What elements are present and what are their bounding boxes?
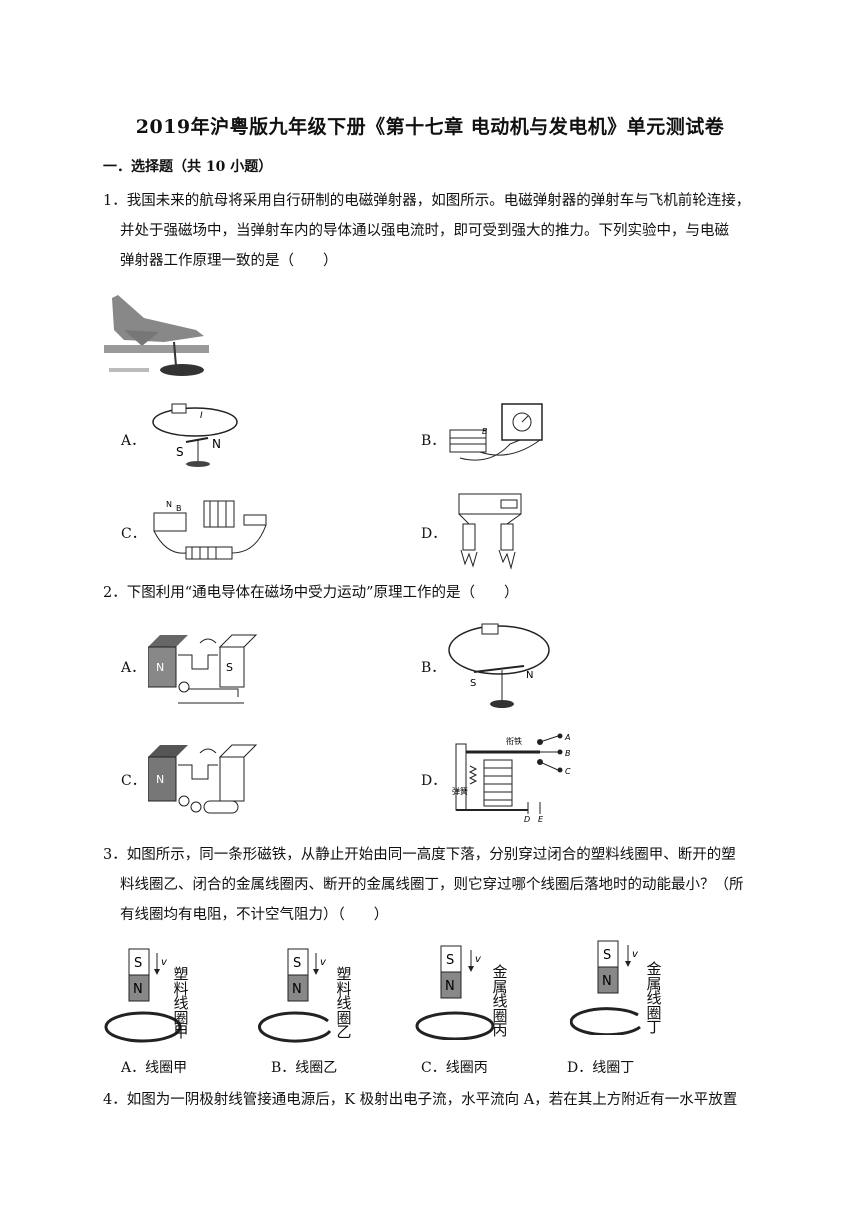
coil-figure-yi: S N v bbox=[258, 948, 332, 1043]
svg-text:N: N bbox=[156, 773, 164, 786]
terminal-d: D bbox=[524, 815, 530, 822]
q2-option-c-label: C． bbox=[121, 773, 146, 789]
svg-text:S: S bbox=[470, 678, 476, 689]
terminal-b: B bbox=[565, 749, 571, 758]
svg-text:N: N bbox=[166, 500, 172, 509]
q1-option-b-label: B． bbox=[421, 433, 446, 449]
coil-label-bing: 金属线圈丙 bbox=[492, 963, 508, 1039]
svg-text:v: v bbox=[320, 957, 327, 968]
q1-option-c-figure[interactable]: N B bbox=[146, 495, 276, 570]
q2-option-b-figure[interactable]: S N bbox=[444, 620, 554, 712]
svg-text:S: S bbox=[134, 956, 142, 971]
q1-option-d-label: D． bbox=[421, 526, 447, 542]
coil-figure-bing: S N v bbox=[415, 945, 495, 1040]
svg-text:B: B bbox=[482, 427, 488, 436]
coil-figure-ding: S N v bbox=[570, 940, 641, 1035]
svg-text:I: I bbox=[200, 411, 203, 421]
svg-text:N: N bbox=[526, 670, 533, 681]
section-heading: 一．选择题（共 10 小题） bbox=[103, 159, 273, 175]
q3-line1: 3．如图所示，同一条形磁铁，从静止开始由同一高度下落，分别穿过闭合的塑料线圈甲、… bbox=[103, 847, 736, 863]
q1-line3: 弹射器工作原理一致的是（ ） bbox=[120, 253, 338, 269]
svg-text:N: N bbox=[212, 437, 221, 451]
page-title: 2019年沪粤版九年级下册《第十七章 电动机与发电机》单元测试卷 bbox=[135, 116, 725, 138]
svg-text:S: S bbox=[293, 956, 301, 971]
coil-label-jia: 塑料线圈甲 bbox=[173, 965, 189, 1041]
terminal-c: C bbox=[565, 767, 571, 776]
svg-text:N: N bbox=[133, 982, 143, 997]
terminal-e: E bbox=[538, 815, 544, 822]
question-2-text: 2．下图利用“通电导体在磁场中受力运动”原理工作的是（ ） bbox=[103, 578, 763, 608]
svg-text:S: S bbox=[176, 445, 184, 459]
q2-option-a-figure[interactable]: N S bbox=[148, 625, 258, 710]
q3-option-a[interactable]: A．线圈甲 bbox=[121, 1060, 188, 1076]
svg-text:N: N bbox=[602, 974, 612, 989]
q1-option-d-figure[interactable] bbox=[445, 488, 535, 573]
svg-text:S: S bbox=[603, 948, 611, 963]
q1-jet-figure bbox=[104, 290, 209, 382]
q2-option-a-label: A． bbox=[121, 660, 146, 676]
q3-option-d[interactable]: D．线圈丁 bbox=[567, 1060, 635, 1076]
question-4-text: 4．如图为一阴极射线管接通电源后，K 极射出电子流，水平流向 A，若在其上方附近… bbox=[103, 1085, 763, 1115]
q2-option-b-label: B． bbox=[421, 660, 446, 676]
question-3-text: 3．如图所示，同一条形磁铁，从静止开始由同一高度下落，分别穿过闭合的塑料线圈甲、… bbox=[103, 840, 763, 930]
terminal-a: A bbox=[564, 733, 570, 742]
question-1-text: 1．我国未来的航母将采用自行研制的电磁弹射器，如图所示。电磁弹射器的弹射车与飞机… bbox=[103, 186, 763, 276]
q2-option-d-figure[interactable]: 衔铁 弹簧 A B C D E bbox=[448, 730, 574, 822]
q1-option-a-figure[interactable]: I S N bbox=[148, 400, 243, 470]
svg-text:N: N bbox=[292, 982, 302, 997]
coil-figure-jia: S N v bbox=[104, 948, 182, 1043]
q4-line1: 4．如图为一阴极射线管接通电源后，K 极射出电子流，水平流向 A，若在其上方附近… bbox=[103, 1092, 738, 1108]
coil-label-ding: 金属线圈丁 bbox=[646, 960, 662, 1036]
q3-option-c[interactable]: C．线圈丙 bbox=[421, 1060, 488, 1076]
q1-option-b-figure[interactable]: B bbox=[440, 400, 560, 472]
spring-label: 弹簧 bbox=[452, 786, 468, 796]
q1-line1: 1．我国未来的航母将采用自行研制的电磁弹射器，如图所示。电磁弹射器的弹射车与飞机… bbox=[103, 193, 751, 209]
svg-text:S: S bbox=[446, 953, 454, 968]
q3-line3: 有线圈均有电阻，不计空气阻力）（ ） bbox=[120, 907, 389, 923]
q1-line2: 并处于强磁场中，当弹射车内的导体通以强电流时，即可受到强大的推力。下列实验中，与… bbox=[120, 223, 729, 239]
relay-label: 衔铁 bbox=[506, 736, 522, 746]
svg-text:v: v bbox=[632, 949, 639, 960]
svg-text:v: v bbox=[475, 954, 482, 965]
coil-label-yi: 塑料线圈乙 bbox=[336, 965, 352, 1041]
svg-text:S: S bbox=[226, 661, 233, 674]
q2-option-d-label: D． bbox=[421, 773, 447, 789]
svg-text:N: N bbox=[445, 979, 455, 994]
q3-option-b[interactable]: B．线圈乙 bbox=[271, 1060, 338, 1076]
svg-text:v: v bbox=[161, 957, 168, 968]
q1-option-c-label: C． bbox=[121, 526, 146, 542]
q3-line2: 料线圈乙、闭合的金属线圈丙、断开的金属线圈丁，则它穿过哪个线圈后落地时的动能最小… bbox=[120, 877, 744, 893]
q2-option-c-figure[interactable]: N bbox=[148, 735, 258, 820]
svg-text:B: B bbox=[176, 504, 182, 513]
q1-option-a-label: A． bbox=[121, 433, 146, 449]
svg-text:N: N bbox=[156, 661, 164, 674]
q2-line1: 2．下图利用“通电导体在磁场中受力运动”原理工作的是（ ） bbox=[103, 585, 519, 601]
